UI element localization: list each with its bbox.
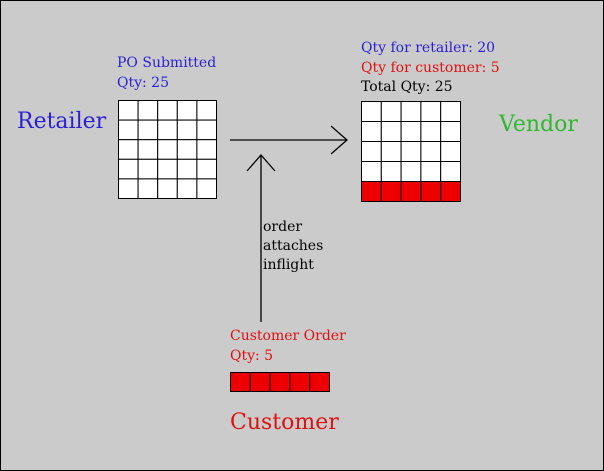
unit-cell <box>361 141 382 162</box>
vendor-qty-retailer: Qty for retailer: 20 <box>361 40 496 56</box>
customer-order-title: Customer Order <box>230 328 346 344</box>
unit-cell <box>440 101 462 122</box>
po-qty: Qty: 25 <box>117 75 169 91</box>
unit-cell <box>400 141 422 162</box>
unit-cell <box>137 158 159 180</box>
unit-cell <box>440 121 462 142</box>
note-line-3: inflight <box>263 257 314 273</box>
arrow-customer-to-flow <box>246 154 276 322</box>
note-line-1: order <box>263 219 303 235</box>
po-submitted-grid <box>118 100 217 199</box>
unit-cell <box>137 178 159 199</box>
reserved-unit-cell <box>289 372 311 392</box>
reserved-unit-cell <box>380 181 402 202</box>
unit-cell <box>118 158 139 180</box>
unit-cell <box>157 119 178 141</box>
unit-cell <box>137 100 159 121</box>
unit-cell <box>196 139 217 160</box>
unit-cell <box>440 141 462 162</box>
reserved-unit-cell <box>420 181 442 202</box>
unit-cell <box>420 101 442 122</box>
reserved-unit-cell <box>361 181 382 202</box>
customer-order-grid <box>230 372 331 392</box>
unit-cell <box>157 158 178 180</box>
unit-cell <box>118 178 139 199</box>
reserved-unit-cell <box>230 372 251 392</box>
unit-cell <box>196 119 217 141</box>
unit-cell <box>420 121 442 142</box>
unit-cell <box>380 101 402 122</box>
unit-cell <box>380 121 402 142</box>
unit-cell <box>196 100 217 121</box>
reserved-unit-cell <box>269 372 291 392</box>
unit-cell <box>420 161 442 182</box>
customer-order-qty: Qty: 5 <box>230 348 274 364</box>
reserved-unit-cell <box>440 181 462 202</box>
unit-cell <box>361 101 382 122</box>
unit-cell <box>157 178 178 199</box>
unit-cell <box>157 139 178 160</box>
unit-cell <box>361 121 382 142</box>
unit-cell <box>380 161 402 182</box>
unit-cell <box>137 119 159 141</box>
unit-cell <box>118 100 139 121</box>
unit-cell <box>196 158 217 180</box>
po-title: PO Submitted <box>117 55 217 71</box>
vendor-qty-customer: Qty for customer: 5 <box>361 60 500 76</box>
vendor-label: Vendor <box>499 112 578 137</box>
unit-cell <box>176 119 198 141</box>
unit-cell <box>400 121 422 142</box>
customer-label: Customer <box>230 410 339 435</box>
unit-cell <box>118 119 139 141</box>
unit-cell <box>400 161 422 182</box>
unit-cell <box>176 158 198 180</box>
arrow-retailer-to-vendor <box>230 125 348 155</box>
unit-cell <box>176 139 198 160</box>
unit-cell <box>361 161 382 182</box>
reserved-unit-cell <box>400 181 422 202</box>
note-line-2: attaches <box>263 238 324 254</box>
unit-cell <box>400 101 422 122</box>
unit-cell <box>176 100 198 121</box>
unit-cell <box>118 139 139 160</box>
order-attaches-note: order attaches inflight <box>263 218 323 275</box>
unit-cell <box>137 139 159 160</box>
unit-cell <box>420 141 442 162</box>
reserved-unit-cell <box>249 372 271 392</box>
unit-cell <box>196 178 217 199</box>
unit-cell <box>380 141 402 162</box>
unit-cell <box>176 178 198 199</box>
unit-cell <box>440 161 462 182</box>
retailer-label: Retailer <box>17 109 107 134</box>
unit-cell <box>157 100 178 121</box>
vendor-stock-grid <box>361 101 462 202</box>
vendor-total-qty: Total Qty: 25 <box>361 79 453 95</box>
reserved-unit-cell <box>309 372 331 392</box>
